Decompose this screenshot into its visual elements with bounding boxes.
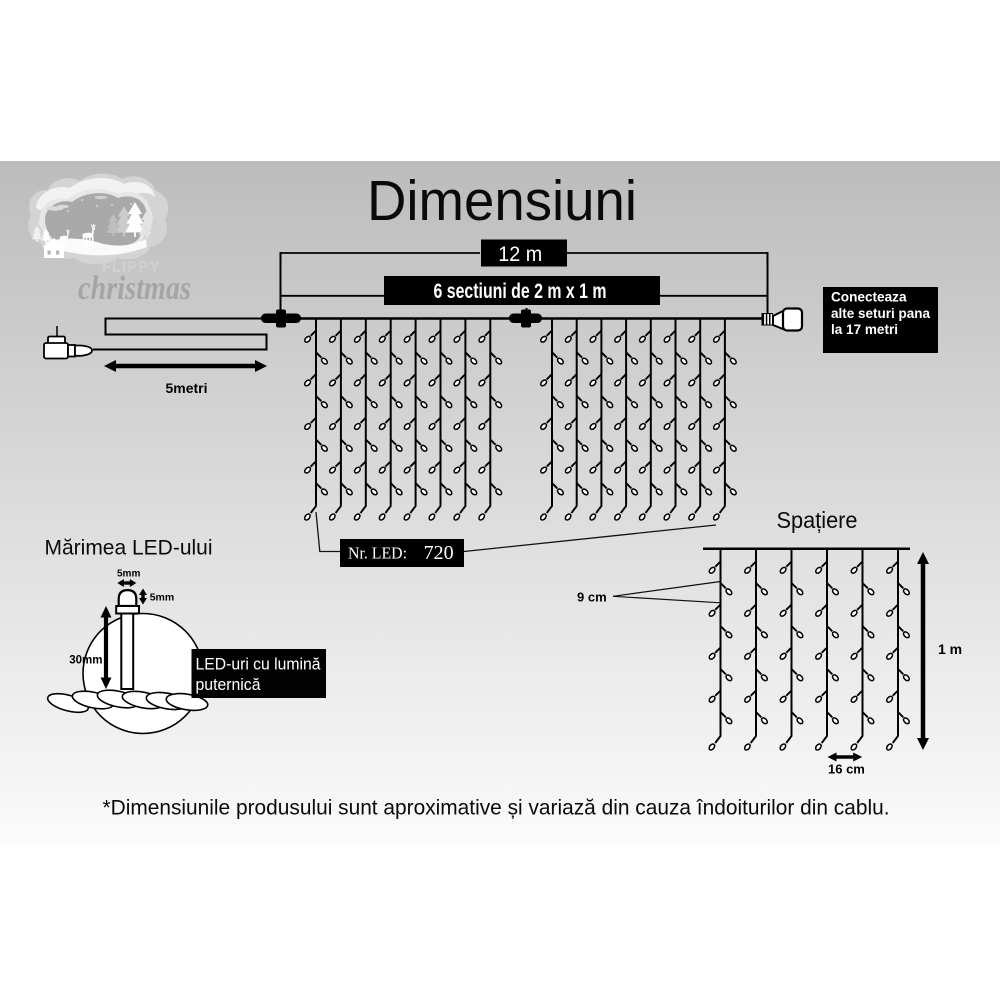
svg-text:FLIPPY: FLIPPY xyxy=(102,259,161,276)
svg-text:16 cm: 16 cm xyxy=(828,762,865,777)
svg-text:30mm: 30mm xyxy=(69,655,102,667)
svg-text:720: 720 xyxy=(424,542,454,564)
svg-text:la 17 metri: la 17 metri xyxy=(831,321,898,337)
svg-text:christmas: christmas xyxy=(78,270,191,307)
svg-text:LED-uri cu lumină: LED-uri cu lumină xyxy=(196,656,322,674)
svg-text:Mărimea LED-ului: Mărimea LED-ului xyxy=(45,536,213,560)
svg-text:Spațiere: Spațiere xyxy=(777,507,858,533)
svg-text:*Dimensiunile produsului sunt: *Dimensiunile produsului sunt aproximati… xyxy=(103,796,890,820)
svg-text:5mm: 5mm xyxy=(150,592,175,604)
svg-text:5metri: 5metri xyxy=(166,380,208,396)
svg-text:Nr. LED:: Nr. LED: xyxy=(348,544,407,563)
svg-text:9 cm: 9 cm xyxy=(577,590,607,605)
svg-text:alte seturi pana: alte seturi pana xyxy=(831,305,930,321)
svg-text:Dimensiuni: Dimensiuni xyxy=(367,169,637,233)
svg-text:12 m: 12 m xyxy=(498,243,542,266)
svg-text:1 m: 1 m xyxy=(938,641,962,657)
svg-text:puternică: puternică xyxy=(196,676,262,694)
svg-text:6 sectiuni de 2 m x 1 m: 6 sectiuni de 2 m x 1 m xyxy=(434,280,607,303)
svg-text:Conecteaza: Conecteaza xyxy=(831,289,907,305)
svg-text:5mm: 5mm xyxy=(117,568,140,579)
